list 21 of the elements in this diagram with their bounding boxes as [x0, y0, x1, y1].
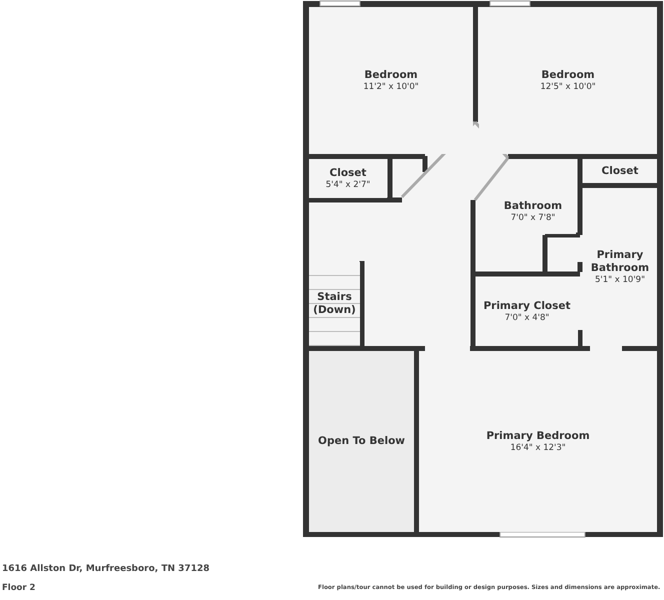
floor-number: Floor 2: [2, 583, 36, 593]
room-name: Open To Below: [318, 435, 405, 448]
room: [309, 262, 360, 346]
room-dimensions: 5'1" x 10'9": [595, 274, 645, 286]
room-name: Primary Bedroom: [486, 430, 590, 442]
room: [309, 351, 414, 532]
room-dimensions: 5'4" x 2'7": [326, 180, 370, 191]
room-name: Primary Closet: [483, 300, 571, 312]
room-dimensions: 7'0" x 7'8": [510, 213, 556, 224]
room-dimensions: 12'5" x 10'0": [540, 82, 596, 92]
room-name: Stairs (Down): [312, 291, 357, 317]
room-name: Bedroom: [541, 68, 595, 82]
room-dimensions: 11'2" x 10'0": [363, 82, 419, 92]
room-dimensions: 7'0" x 4'8": [504, 312, 550, 324]
address-text: 1616 Allston Dr, Murfreesboro, TN 37128: [2, 564, 210, 574]
room-dimensions: 16'4" x 12'3": [510, 442, 566, 454]
room-name: Bathroom: [504, 200, 562, 213]
room-name: Closet: [330, 167, 366, 180]
room-name: Closet: [602, 165, 638, 178]
room-name: Bedroom: [364, 68, 418, 82]
room-name: Primary Bathroom: [590, 248, 650, 274]
